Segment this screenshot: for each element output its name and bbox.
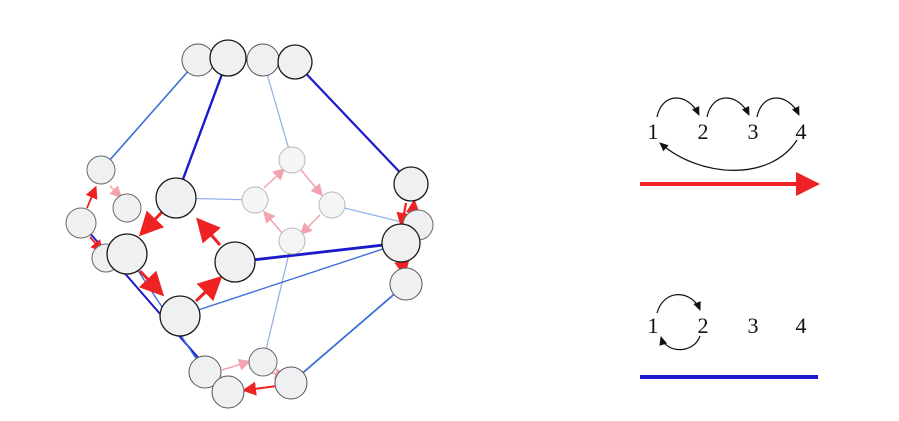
edge: [262, 59, 293, 161]
node: [86, 155, 116, 185]
node: [211, 375, 245, 409]
edge: [290, 283, 407, 384]
legend-arc: [659, 335, 701, 351]
node: [106, 233, 148, 275]
edge: [174, 57, 230, 199]
edge: [100, 59, 199, 171]
legend-arc: [656, 97, 700, 118]
legend-number: 1: [648, 313, 659, 338]
edge: [221, 358, 251, 371]
edge: [179, 242, 402, 317]
legend-arc: [756, 97, 800, 118]
node: [246, 43, 280, 77]
node: [209, 39, 247, 77]
edge: [263, 210, 283, 234]
edge: [294, 61, 412, 185]
legend-number: 4: [796, 119, 807, 144]
edge: [85, 185, 98, 209]
node: [393, 166, 429, 202]
edge: [138, 210, 165, 237]
node: [181, 43, 215, 77]
node: [214, 241, 256, 283]
node: [112, 193, 142, 223]
node: [278, 227, 306, 255]
legend-red: 1 2 3 4: [640, 97, 820, 196]
node: [278, 146, 306, 174]
legend-arc: [706, 97, 750, 118]
node: [248, 347, 278, 377]
edge: [263, 167, 286, 189]
edge: [299, 214, 321, 236]
legend-arc: [656, 294, 701, 314]
legend-number: 2: [698, 313, 709, 338]
legend-number: 1: [648, 119, 659, 144]
node: [381, 223, 421, 263]
node: [277, 44, 313, 80]
edge: [234, 241, 402, 264]
legend-number: 3: [748, 119, 759, 144]
edge: [196, 217, 222, 246]
node: [389, 267, 423, 301]
edge: [194, 275, 223, 303]
legend-number: 4: [796, 313, 807, 338]
edges: [80, 52, 420, 396]
edge: [109, 185, 123, 199]
legend-number: 2: [698, 119, 709, 144]
node: [318, 191, 346, 219]
nodes: [65, 39, 434, 409]
edge: [262, 240, 293, 363]
edge: [396, 202, 412, 229]
edge: [138, 269, 165, 297]
node: [155, 177, 197, 219]
node: [65, 207, 97, 239]
legend-arc: [659, 139, 798, 171]
edge: [242, 381, 278, 396]
node: [159, 295, 201, 337]
node: [274, 366, 308, 400]
node: [241, 186, 269, 214]
node: [188, 355, 222, 389]
legend-number: 3: [748, 313, 759, 338]
legend-blue: 1 2 3 4: [640, 294, 818, 379]
edge: [300, 169, 323, 197]
